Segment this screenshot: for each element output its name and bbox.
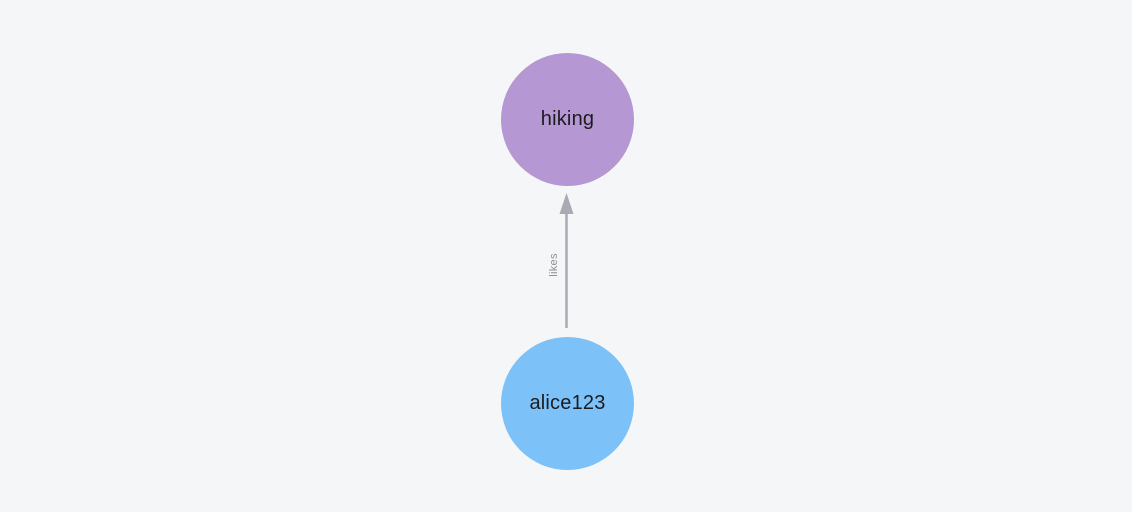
node-label: alice123 (529, 392, 606, 414)
edge-label: likes (548, 253, 560, 277)
node-hiking[interactable]: hiking (501, 53, 634, 186)
node-alice123[interactable]: alice123 (501, 337, 634, 470)
edge-arrowhead-icon (559, 193, 574, 214)
edge-likes[interactable] (551, 191, 582, 331)
node-label: hiking (540, 108, 595, 130)
